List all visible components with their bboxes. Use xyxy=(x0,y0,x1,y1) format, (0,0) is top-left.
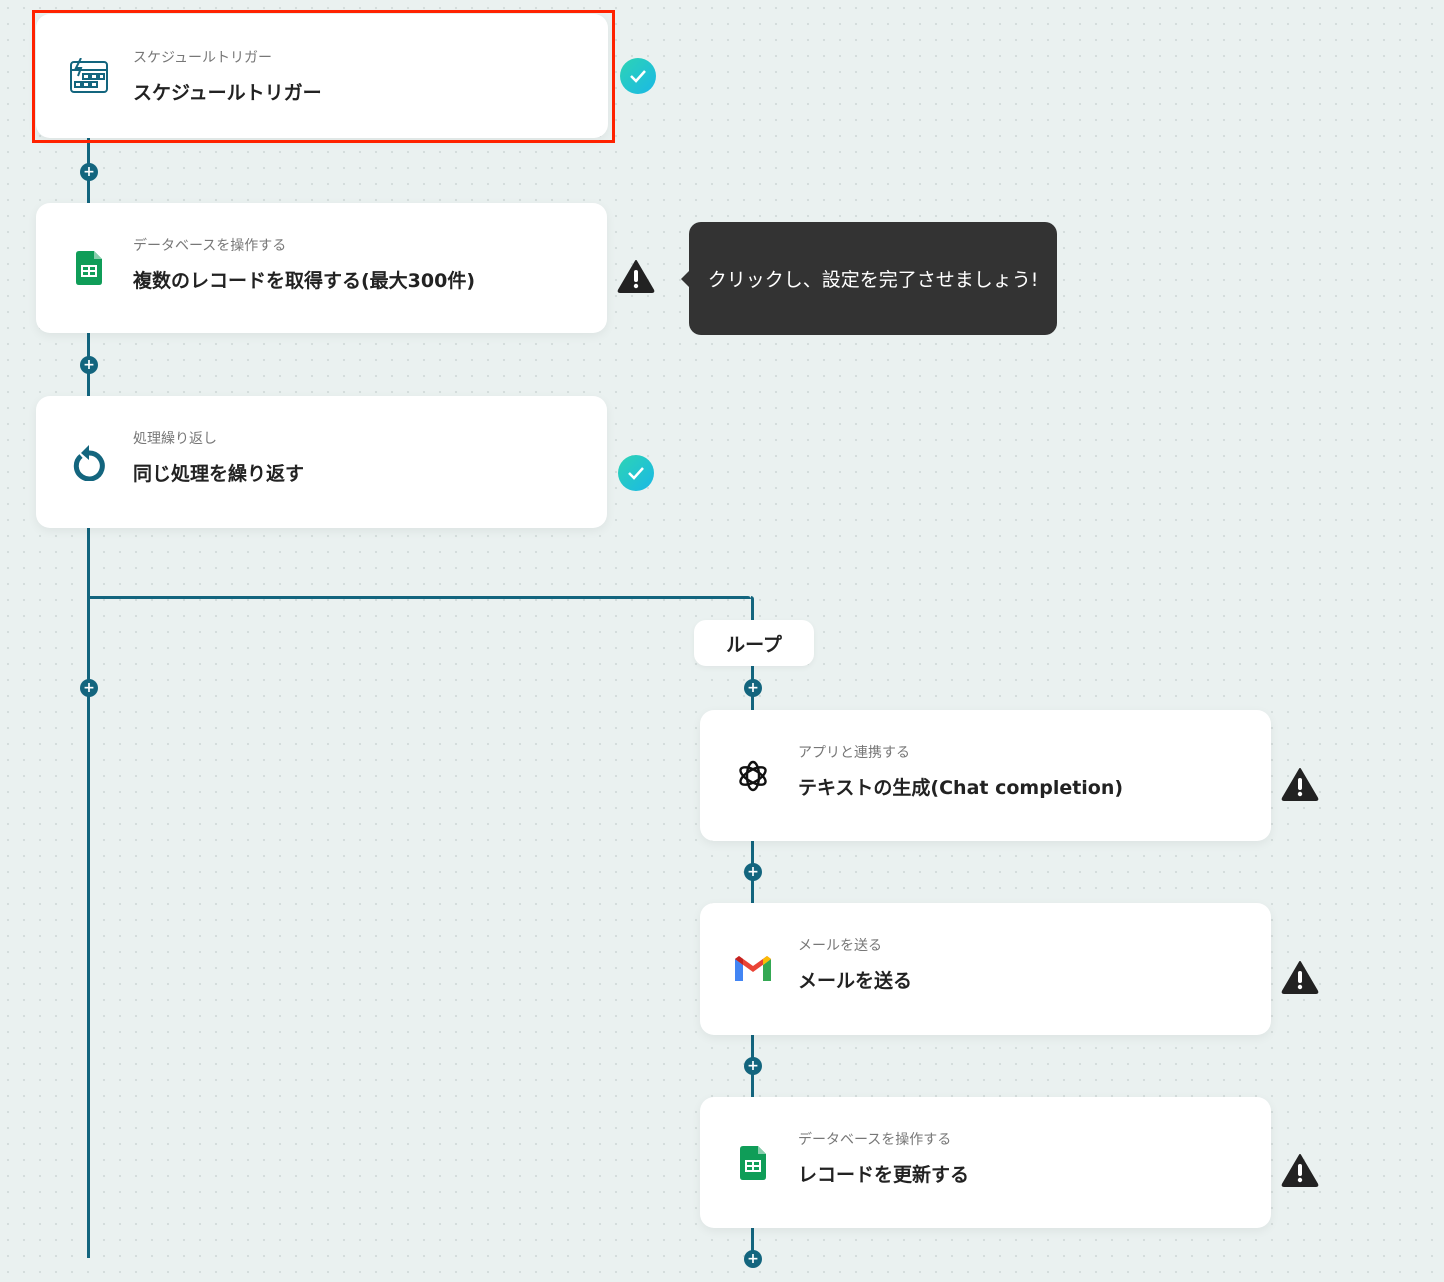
step-category: スケジュールトリガー xyxy=(133,50,273,66)
add-loop-step-button[interactable]: + xyxy=(744,1057,762,1075)
step-card-loop[interactable]: 処理繰り返し 同じ処理を繰り返す xyxy=(36,396,607,528)
gmail-icon xyxy=(733,949,773,989)
add-step-button[interactable]: + xyxy=(80,163,98,181)
main-connector-line xyxy=(87,138,90,1258)
warning-icon xyxy=(617,259,655,293)
step-title: メールを送る xyxy=(798,970,913,992)
google-sheets-icon xyxy=(733,1143,773,1183)
add-step-button[interactable]: + xyxy=(80,679,98,697)
loop-label: ループ xyxy=(694,620,814,666)
warning-icon xyxy=(1281,767,1319,801)
step-card-chat-completion[interactable]: アプリと連携する テキストの生成(Chat completion) xyxy=(700,710,1271,841)
step-category: データベースを操作する xyxy=(798,1132,952,1148)
setup-hint-tooltip: クリックし、設定を完了させましょう! xyxy=(689,222,1057,335)
step-category: アプリと連携する xyxy=(798,745,910,761)
add-loop-step-button[interactable]: + xyxy=(744,679,762,697)
google-sheets-icon xyxy=(69,248,109,288)
check-complete-icon xyxy=(618,455,654,491)
step-card-update-record[interactable]: データベースを操作する レコードを更新する xyxy=(700,1097,1271,1228)
step-title: 複数のレコードを取得する(最大300件) xyxy=(133,270,476,292)
warning-icon xyxy=(1281,1153,1319,1187)
add-step-button[interactable]: + xyxy=(80,356,98,374)
step-title: テキストの生成(Chat completion) xyxy=(798,777,1124,799)
openai-icon xyxy=(733,756,773,796)
step-category: メールを送る xyxy=(798,938,882,954)
step-title: レコードを更新する xyxy=(798,1164,970,1186)
step-category: データベースを操作する xyxy=(133,238,287,254)
step-category: 処理繰り返し xyxy=(133,431,217,447)
step-title: 同じ処理を繰り返す xyxy=(133,463,305,485)
step-card-send-mail[interactable]: メールを送る メールを送る xyxy=(700,903,1271,1035)
step-title: スケジュールトリガー xyxy=(133,82,322,104)
step-card-get-records[interactable]: データベースを操作する 複数のレコードを取得する(最大300件) xyxy=(36,203,607,333)
selected-step-highlight xyxy=(32,10,615,143)
warning-icon xyxy=(1281,960,1319,994)
branch-connector-horizontal xyxy=(87,596,751,599)
check-complete-icon xyxy=(620,58,656,94)
step-card-schedule-trigger[interactable]: スケジュールトリガー スケジュールトリガー xyxy=(36,14,608,138)
loop-arrow-icon xyxy=(69,442,109,482)
schedule-calendar-icon xyxy=(69,56,109,96)
add-loop-step-button[interactable]: + xyxy=(744,863,762,881)
add-loop-step-button[interactable]: + xyxy=(744,1250,762,1268)
